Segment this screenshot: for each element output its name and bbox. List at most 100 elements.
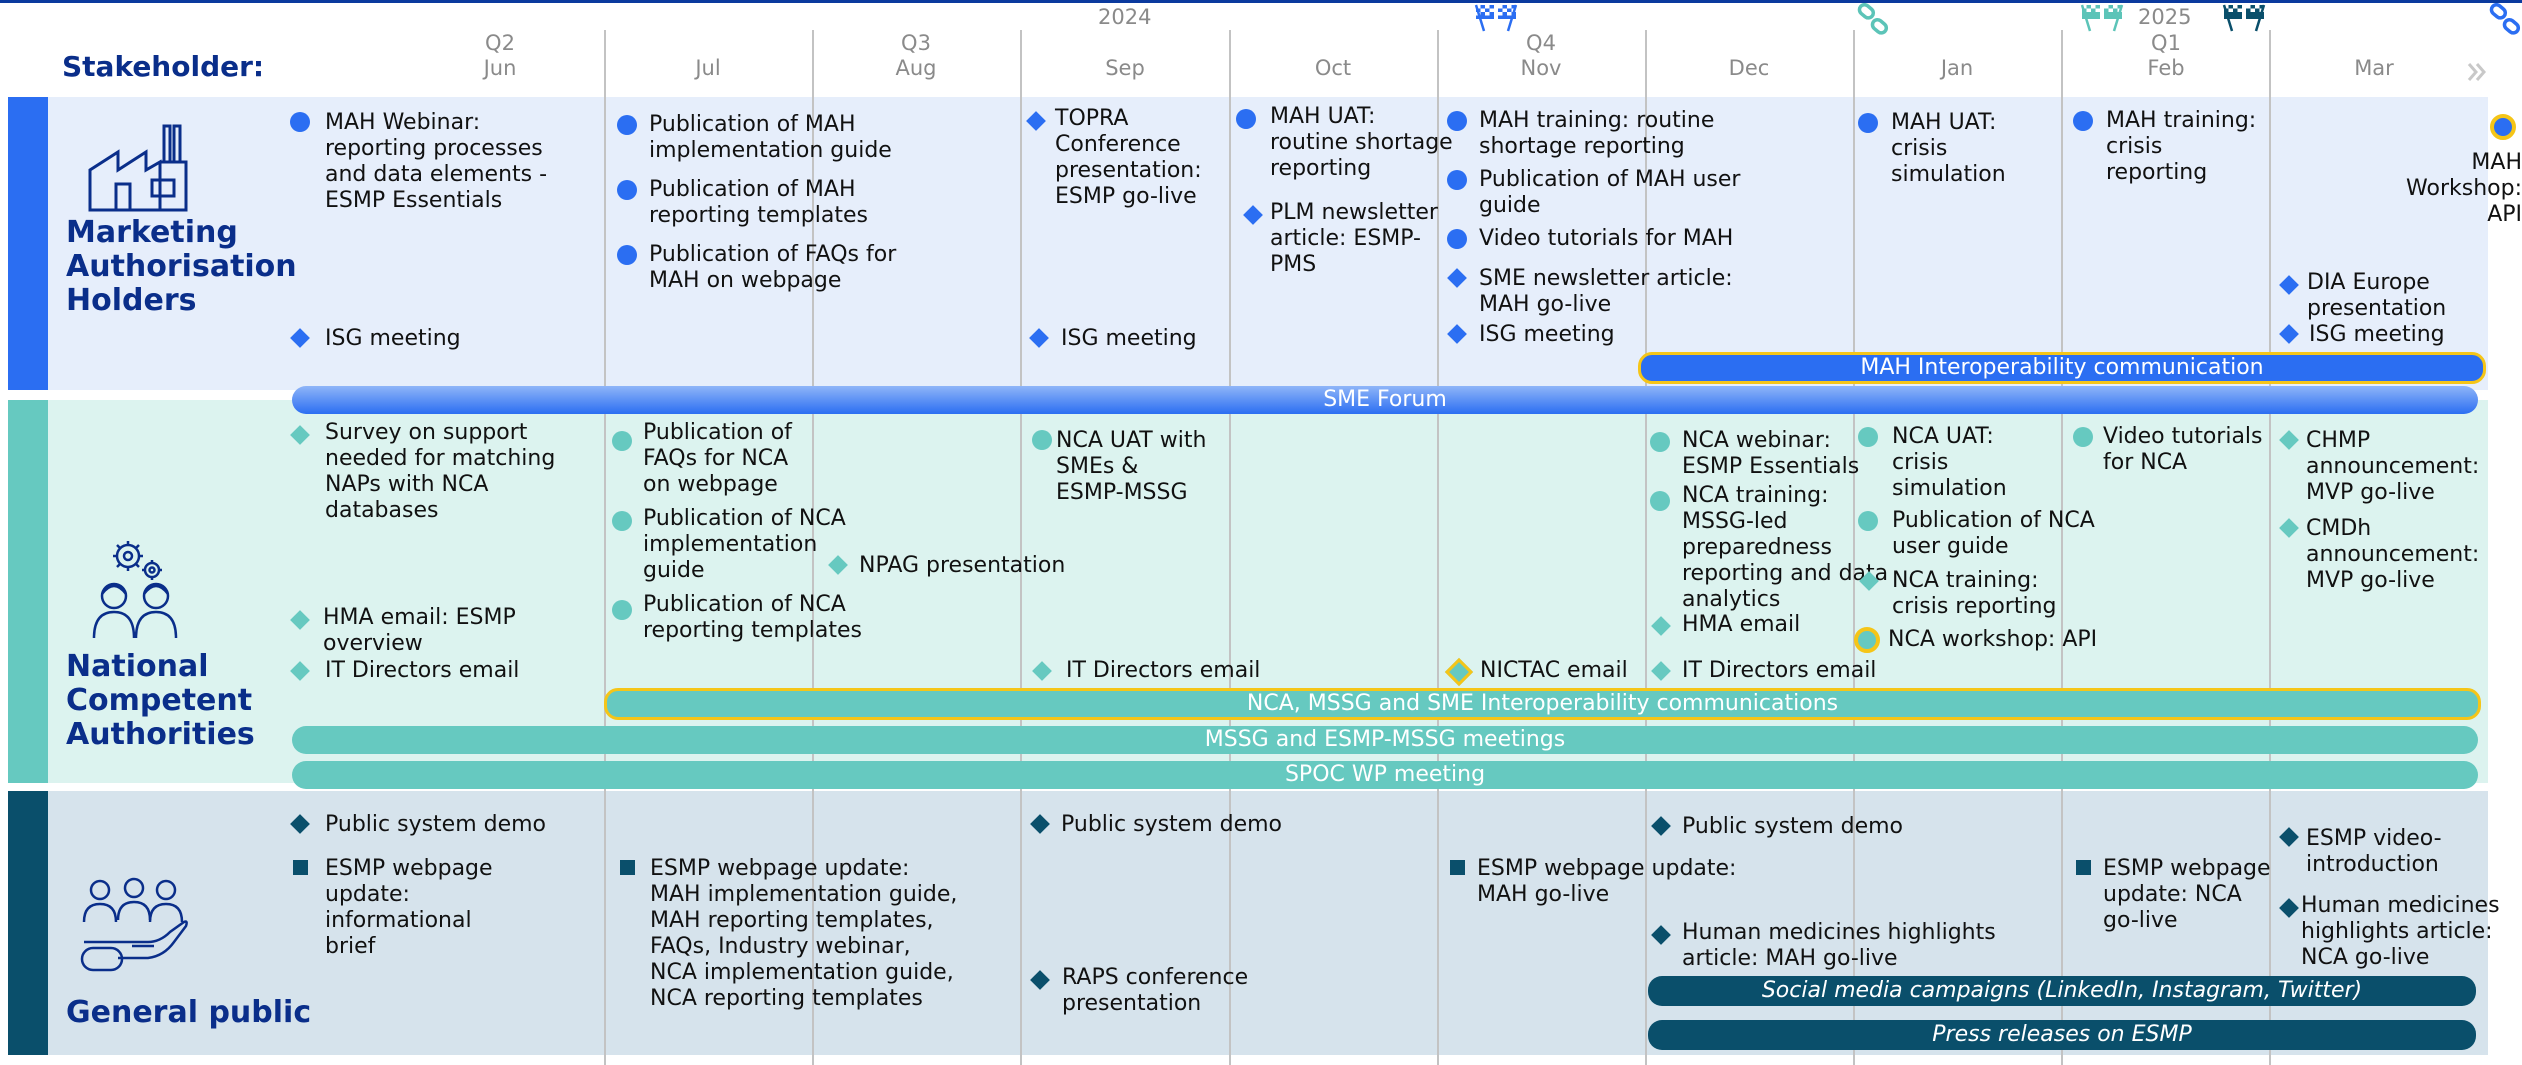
milestone-circle-icon: [1236, 109, 1256, 129]
list-item: Publication of MAH implementation guide: [617, 112, 892, 164]
list-item: Publication of FAQs for MAH on webpage: [617, 242, 896, 294]
month-nov: Nov: [1520, 56, 1562, 80]
list-item: Publication of NCA implementation guide: [612, 506, 846, 584]
mah-band: [48, 97, 2488, 390]
event-diamond-icon: [2279, 518, 2299, 538]
grid-line: [1437, 30, 1439, 1065]
list-item: TOPRA Conference presentation: ESMP go-l…: [1026, 106, 1202, 210]
list-item: Publication of NCA user guide: [1858, 508, 2095, 560]
update-square-icon: [2076, 860, 2091, 875]
month-jun: Jun: [483, 56, 517, 80]
list-item: Publication of NCA reporting templates: [612, 592, 862, 644]
month-sep: Sep: [1105, 56, 1145, 80]
event-diamond-icon: [1030, 814, 1050, 834]
list-item: MAH Workshop: API: [2406, 150, 2522, 227]
event-diamond-icon: [1651, 661, 1671, 681]
list-item: CHMP announcement: MVP go-live: [2279, 428, 2479, 506]
milestone-circle-icon: [617, 115, 637, 135]
event-diamond-icon: [1032, 661, 1052, 681]
list-item: PLM newsletter article: ESMP- PMS: [1243, 200, 1438, 278]
list-item: NPAG presentation: [828, 553, 1065, 579]
list-item: Public system demo: [290, 812, 546, 838]
month-feb: Feb: [2147, 56, 2185, 80]
list-item: RAPS conference presentation: [1030, 965, 1248, 1017]
update-square-icon: [620, 860, 635, 875]
list-item: NCA training: crisis reporting: [1858, 568, 2057, 620]
event-diamond-icon: [1029, 328, 1049, 348]
milestone-circle-icon: [612, 600, 632, 620]
update-square-icon: [293, 860, 308, 875]
grid-line: [1645, 30, 1647, 1065]
event-diamond-icon: [1651, 616, 1671, 636]
list-item: Human medicines highlights article: NCA …: [2279, 893, 2500, 971]
people-gears-icon: [92, 541, 178, 639]
list-item: NICTAC email: [1444, 657, 1628, 687]
event-diamond-icon: [1026, 111, 1046, 131]
event-diamond-icon: [1651, 925, 1671, 945]
event-diamond-icon: [1243, 205, 1263, 225]
event-diamond-icon: [1447, 268, 1467, 288]
workshop-circle-icon: [2490, 114, 2516, 140]
month-jul: Jul: [695, 56, 721, 80]
list-item: IT Directors email: [1650, 658, 1876, 684]
quarter-q1: Q1: [2151, 31, 2181, 55]
list-item: Publication of MAH user guide: [1447, 167, 1740, 219]
public-title: General public: [66, 995, 312, 1030]
public-sidebar: [8, 791, 48, 1055]
list-item: ISG meeting: [1447, 322, 1615, 348]
milestone-circle-icon: [1650, 491, 1670, 511]
factory-icon: [88, 124, 188, 212]
list-item: Video tutorials for NCA: [2073, 424, 2263, 476]
mah-sidebar: [8, 97, 48, 390]
nca-sidebar: [8, 400, 48, 783]
list-item: ESMP video- introduction: [2279, 826, 2442, 878]
list-item: NCA UAT: crisis simulation: [1858, 424, 2007, 502]
mah-title: Marketing Authorisation Holders: [66, 215, 297, 318]
milestone-circle-icon: [1650, 432, 1670, 452]
list-item: Public system demo: [1030, 812, 1282, 838]
list-item: NCA webinar: ESMP Essentials: [1650, 428, 1859, 480]
people-hand-icon: [80, 877, 188, 972]
list-item: ISG meeting: [290, 326, 461, 352]
list-item: Human medicines highlights article: MAH …: [1650, 920, 1996, 972]
link-icon: [1857, 3, 1889, 35]
event-diamond-icon: [1859, 571, 1879, 591]
event-diamond-icon: [2279, 827, 2299, 847]
grid-line: [1020, 30, 1022, 1065]
list-item: HMA email: [1650, 612, 1800, 638]
milestone-circle-icon: [617, 180, 637, 200]
milestone-circle-icon: [1858, 427, 1878, 447]
month-mar: Mar: [2354, 56, 2394, 80]
quarter-q2: Q2: [485, 31, 515, 55]
list-item: ESMP webpage update: MAH go-live: [1447, 856, 1736, 908]
list-item: Publication of MAH reporting templates: [617, 177, 868, 229]
milestone-circle-icon: [2073, 427, 2093, 447]
list-item: MAH Webinar: reporting processes and dat…: [290, 110, 547, 214]
mssg-meetings-bar: MSSG and ESMP-MSSG meetings: [292, 726, 2478, 754]
quarter-q3: Q3: [901, 31, 931, 55]
quarter-q4: Q4: [1526, 31, 1556, 55]
event-diamond-icon: [1651, 816, 1671, 836]
list-item: ESMP webpage update: informational brief: [290, 856, 493, 960]
event-diamond-icon: [2279, 275, 2299, 295]
grid-line: [2061, 30, 2063, 1065]
social-media-bar: Social media campaigns (LinkedIn, Instag…: [1648, 976, 2476, 1006]
list-item: IT Directors email: [1032, 658, 1260, 684]
list-item: CMDh announcement: MVP go-live: [2279, 516, 2479, 594]
stakeholder-label: Stakeholder:: [62, 50, 265, 83]
month-jan: Jan: [1940, 56, 1974, 80]
grid-line: [604, 30, 606, 1065]
list-item: SME newsletter article: MAH go-live: [1447, 266, 1733, 318]
year-2025: 2025: [2138, 5, 2192, 29]
checkered-flags-teal-icon: [2080, 4, 2124, 32]
month-oct: Oct: [1314, 56, 1352, 80]
list-item: MAH training: crisis reporting: [2073, 108, 2256, 186]
grid-line: [2269, 30, 2271, 1065]
list-item: DIA Europe presentation: [2279, 270, 2446, 322]
public-band: [48, 791, 2488, 1055]
event-diamond-icon: [1030, 970, 1050, 990]
event-diamond-icon: [290, 610, 310, 630]
list-item: IT Directors email: [290, 658, 519, 684]
nca-interop-bar: NCA, MSSG and SME Interoperability commu…: [604, 688, 2481, 720]
list-item: HMA email: ESMP overview: [290, 605, 516, 657]
